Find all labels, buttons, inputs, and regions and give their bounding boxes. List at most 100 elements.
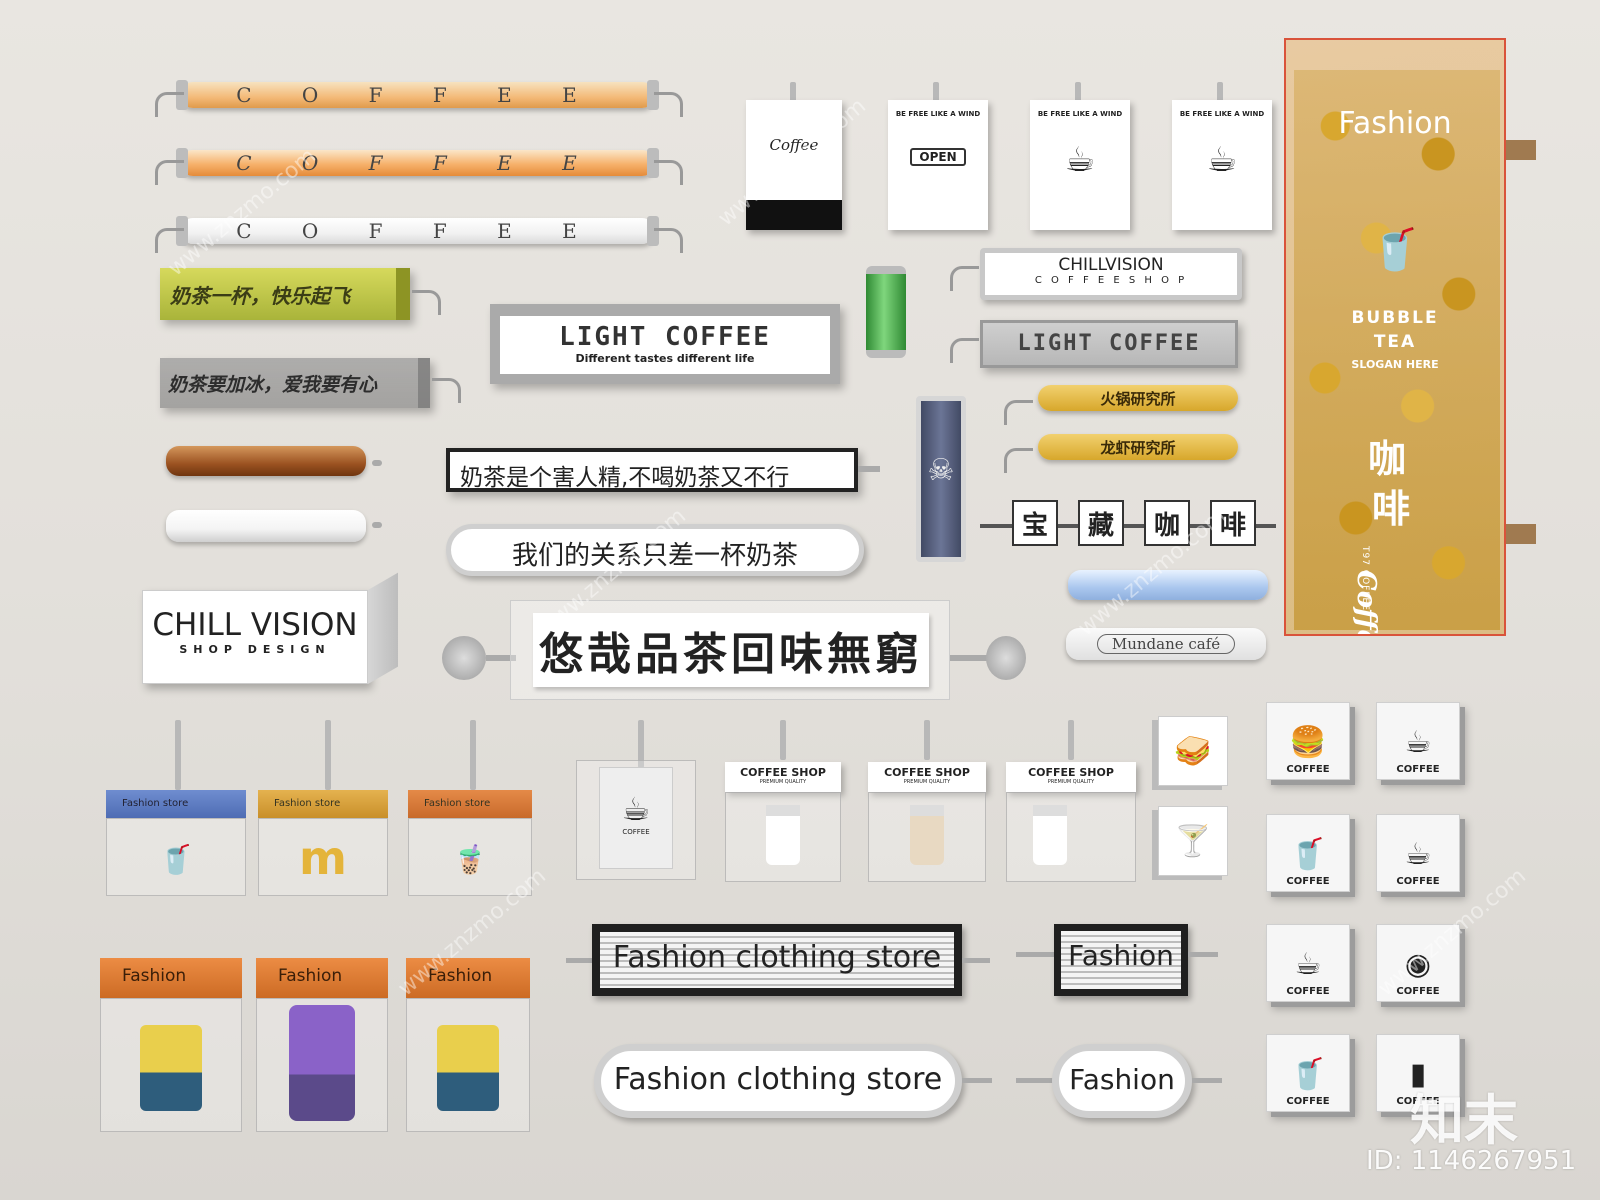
starbucks-cups-icon [1033,805,1067,865]
card-label: COFFEE [622,828,650,836]
cocktail-sign: 🍸 [1158,806,1228,876]
glass-case: m [258,818,388,896]
cn-char-2: 啡 [1372,487,1411,531]
vertical-lantern: ☠ [916,396,966,562]
tube-label: C O F F E E [236,151,599,175]
coffee-beans-icon: ◉ [1404,947,1432,982]
sign-subtitle: Different tastes different life [575,352,755,365]
watermark-logo: 知末 [1410,1089,1518,1152]
fashion-neon: Fashion [1054,924,1188,996]
hanger-rod [325,720,331,790]
hanger-rod [790,82,796,102]
tube-bracket [155,160,184,185]
coffee-wifi-icon: ☕ [1404,837,1432,872]
box-label: Fashion store [122,798,189,809]
cn-char-1: 咖 [1368,437,1407,481]
hot-cup-icon: ☕ [621,790,651,828]
sign-subtitle: PREMIUM QUALITY [903,779,951,785]
coffee-card-takeaway: 🥤 COFFEE [1266,1034,1350,1112]
minion-yellow-figure [437,1025,499,1111]
watermark-id: ID: 1146267951 [1366,1146,1577,1176]
display-fashion-text: Fashion [1338,106,1452,141]
card-label: COFFEE [1396,764,1440,775]
green-lantern [866,266,906,358]
sign-rod [950,655,990,661]
glass-case [406,998,530,1132]
hanger-rod [175,720,181,790]
card-label: COFFEE [1286,1096,1330,1107]
sign-text: 悠哉品茶回味無窮 [539,629,923,680]
fashion-minion-box-2: Fashion [256,958,388,998]
hanger-rod [924,720,930,760]
sign-bracket [432,378,461,403]
milk-tea-yellow-sign: 奶茶一杯，快乐起飞 [160,268,410,320]
sign-rod [1016,1078,1056,1083]
sign-title: CHILL VISION [152,607,358,643]
tube-bracket [155,228,184,253]
tube-bracket [155,92,184,117]
sign-text: Coffee [769,136,819,154]
blue-tube [1068,570,1268,600]
sign-title: CHILLVISION [1058,255,1164,275]
glass-case [868,792,986,882]
light-coffee-grey-sign: LIGHT COFFEE [980,320,1238,368]
fashion-store-box-blue: Fashion store [106,790,246,818]
treasure-rail [980,524,1276,528]
coffee-card-beans: ◉ COFFEE [1376,924,1460,1002]
fashion-store-neon: Fashion clothing store [592,924,962,996]
sandwich-icon: 🥪 [1174,733,1212,769]
white-tube [166,510,366,542]
crayfish-tube: 龙虾研究所 [1038,434,1238,460]
box-label: Fashion [278,966,343,986]
coffee-shop-sign-2: COFFEE SHOP PREMIUM QUALITY [868,762,986,792]
mundane-cafe-tube: Mundane café [1066,628,1266,660]
bubble-tea-display: Fashion 🥤 BUBBLE TEA SLOGAN HERE 咖 啡 Cof… [1284,38,1506,636]
frappe-icon: 🥤 [1289,837,1327,872]
sign-text: Fashion clothing store [613,1062,943,1097]
tube-label: C O F F E E [236,219,599,243]
light-coffee-lightbox: LIGHT COFFEE Different tastes different … [490,304,840,384]
bubble-cup-icon: 🥤 [1370,227,1420,273]
coffee-maker-hanging-box: BE FREE LIKE A WIND ☕ [1172,100,1272,230]
coffee-tube-orange: C O F F E E [176,148,659,178]
sign-subtitle: C O F F E E S H O P [1034,275,1188,286]
tube-mount [372,522,382,528]
sign-text: 奶茶一杯，快乐起飞 [170,284,350,308]
box-label: Fashion [428,966,493,986]
hanger-rod [1075,82,1081,102]
card-label: COFFEE [1286,764,1330,775]
tea-title: TEA [1373,332,1417,352]
coffee-tube-amber: C O F F E E [176,80,659,110]
sign-rod [1016,952,1056,957]
sign-rod [962,1078,992,1083]
bubble-title: BUBBLE [1351,308,1439,328]
coffee-card-latte: ☕ COFFEE [1376,702,1460,780]
sign-tagline: BE FREE LIKE A WIND [1179,110,1265,118]
coffee-card-hot: ☕ COFFEE [1266,924,1350,1002]
card-label: COFFEE [1396,986,1440,997]
open-sign: OPEN [910,148,966,166]
sign-bracket [412,290,441,315]
tube-bracket [654,160,683,185]
hanger-rod [1068,720,1074,760]
coffee-tube-white: C O F F E E [176,216,659,246]
sign-rod [962,958,990,963]
hanger-rod [470,720,476,790]
glass-case: 🧋 [408,818,532,896]
espresso-machine-icon: ☕ [1064,140,1096,180]
glass-case: ☕ COFFEE [576,760,696,880]
skull-illustration-icon: ☠ [927,453,955,488]
tube-label: Mundane café [1096,634,1236,654]
cocktail-icon: 🍸 [1174,823,1212,859]
card-label: COFFEE [1286,876,1330,887]
sign-tagline: BE FREE LIKE A WIND [895,110,981,118]
sign-rod [566,958,594,963]
m-logo-icon: m [299,831,347,885]
tube-label: 火锅研究所 [1100,389,1176,408]
coffee-hanging-box: Coffee [746,100,842,230]
tube-label: C O F F E E [236,83,599,107]
tube-bracket [654,228,683,253]
chillvision-lightbox: CHILLVISION C O F F E E S H O P [980,248,1242,300]
coffee-shop-sign-1: COFFEE SHOP PREMIUM QUALITY [725,762,841,792]
coffee-shop-sign-3: COFFEE SHOP PREMIUM QUALITY [1006,762,1136,792]
